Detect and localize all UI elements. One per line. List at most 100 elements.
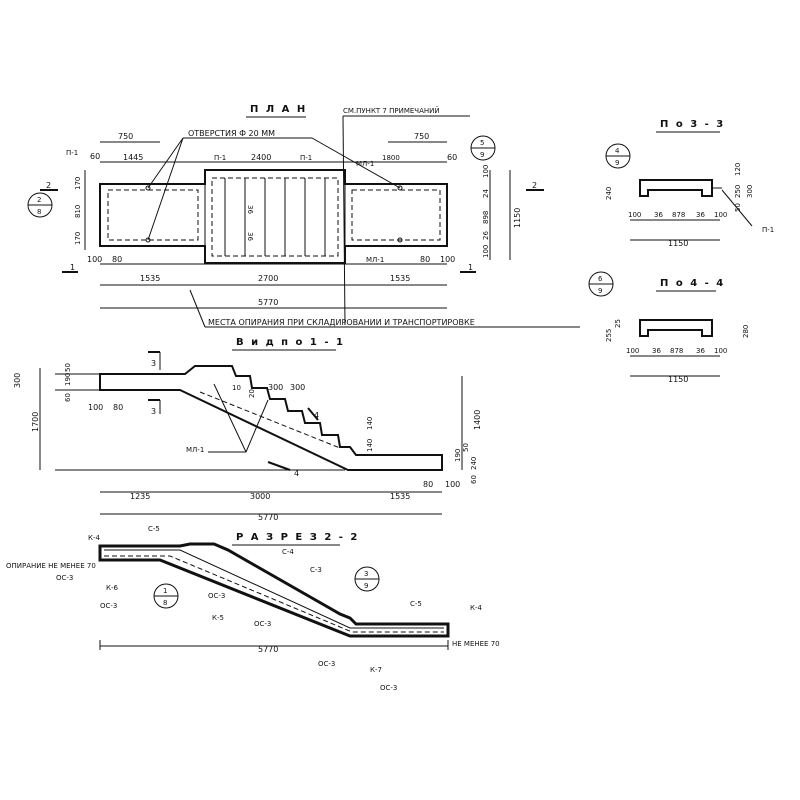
svg-text:190: 190 [454,449,462,462]
svg-text:36: 36 [652,347,661,355]
svg-text:3: 3 [151,359,156,368]
svg-text:1535: 1535 [390,274,410,283]
section22-title: Р А З Р Е З 2 - 2 [236,532,359,543]
svg-text:1: 1 [163,587,167,595]
plan-outline [99,169,448,264]
svg-text:300: 300 [13,373,22,388]
svg-text:140: 140 [366,439,374,452]
svg-text:100: 100 [87,255,102,264]
svg-text:1: 1 [468,263,473,272]
svg-text:300: 300 [290,383,305,392]
svg-text:С-5: С-5 [410,600,422,608]
svg-text:1235: 1235 [130,492,150,501]
view-3-3: П о 3 - 3 4 9 240 120 250 50 300 100 36 … [605,119,774,248]
svg-text:С-5: С-5 [148,525,160,533]
svg-text:140: 140 [366,417,374,430]
svg-text:898: 898 [482,211,490,224]
svg-text:ОПИРАНИЕ НЕ МЕНЕЕ 70: ОПИРАНИЕ НЕ МЕНЕЕ 70 [6,562,96,570]
svg-text:100: 100 [714,347,727,355]
svg-text:36: 36 [654,211,663,219]
svg-text:4: 4 [294,469,299,478]
svg-text:240: 240 [470,457,478,470]
svg-text:К-4: К-4 [470,604,482,612]
svg-text:60: 60 [90,152,100,161]
view33-section [639,179,713,197]
svg-text:50: 50 [64,363,72,372]
svg-text:100: 100 [714,211,727,219]
svg-text:9: 9 [598,287,602,295]
plan-view: П Л А Н СМ.ПУНКТ 7 ПРИМЕЧАНИЙ ОТВЕРСТИЯ … [27,104,580,328]
svg-text:1150: 1150 [513,208,522,228]
svg-text:С-4: С-4 [282,548,294,556]
svg-text:6: 6 [598,275,603,283]
svg-text:80: 80 [113,403,123,412]
svg-text:1800: 1800 [382,154,400,162]
svg-text:8: 8 [163,599,167,607]
svg-text:10: 10 [232,384,241,392]
svg-text:810: 810 [74,205,82,218]
svg-text:2: 2 [532,181,537,190]
svg-text:1150: 1150 [668,375,688,384]
plan-title: П Л А Н [250,104,307,115]
svg-text:К-6: К-6 [106,584,118,592]
svg-text:250: 250 [734,185,742,198]
svg-text:1535: 1535 [140,274,160,283]
svg-text:80: 80 [420,255,430,264]
svg-text:МЛ-1: МЛ-1 [356,160,374,168]
svg-text:ОС-3: ОС-3 [254,620,271,628]
svg-text:36: 36 [696,211,705,219]
svg-text:120: 120 [734,163,742,176]
svg-text:60: 60 [470,475,478,484]
svg-text:1535: 1535 [390,492,410,501]
svg-text:36: 36 [246,205,254,214]
section-2-2: Р А З Р Е З 2 - 2 5770 К-4 С-5 С-4 С-3 С… [6,525,500,692]
svg-text:60: 60 [64,393,72,402]
svg-text:П-1: П-1 [762,226,774,234]
view-4-4: П о 4 - 4 6 9 255 25 280 100 36 878 36 1… [588,271,750,384]
svg-text:170: 170 [74,177,82,190]
svg-text:3000: 3000 [250,492,270,501]
plan-reinf-left [107,189,199,241]
svg-text:190: 190 [64,373,72,386]
svg-text:5770: 5770 [258,645,278,654]
plan-holes [145,185,403,243]
svg-text:100: 100 [628,211,641,219]
svg-text:П-1: П-1 [214,154,226,162]
svg-text:9: 9 [615,159,619,167]
svg-text:1445: 1445 [123,153,143,162]
view11-title: В и д п о 1 - 1 [236,337,345,348]
svg-text:8: 8 [37,208,41,216]
svg-text:2: 2 [37,196,41,204]
svg-text:3: 3 [151,407,156,416]
svg-text:К-7: К-7 [370,666,382,674]
callout-1-8: 1 8 [153,583,179,609]
svg-text:80: 80 [112,255,122,264]
svg-text:100: 100 [440,255,455,264]
section22-flight [98,542,450,638]
svg-text:ОС-3: ОС-3 [100,602,117,610]
svg-text:ОС-3: ОС-3 [380,684,397,692]
svg-text:36: 36 [246,232,254,241]
view44-title: П о 4 - 4 [660,278,725,289]
callout-4-9: 4 9 [605,143,631,169]
svg-text:2400: 2400 [251,153,271,162]
svg-text:300: 300 [746,185,754,198]
svg-text:2: 2 [46,181,51,190]
svg-text:100: 100 [445,480,460,489]
svg-text:24: 24 [482,189,490,198]
svg-text:5770: 5770 [258,513,278,522]
plan-reinf-mid [211,177,339,257]
plan-steps [204,178,346,256]
svg-text:5770: 5770 [258,298,278,307]
svg-text:300: 300 [268,383,283,392]
callout-5-9: 5 9 [470,135,496,161]
svg-text:3: 3 [364,570,368,578]
svg-text:100: 100 [626,347,639,355]
svg-text:ОС-3: ОС-3 [208,592,225,600]
svg-text:36: 36 [696,347,705,355]
svg-text:240: 240 [605,187,613,200]
plan-reinf-right [351,189,441,241]
svg-text:878: 878 [672,211,685,219]
svg-text:80: 80 [423,480,433,489]
